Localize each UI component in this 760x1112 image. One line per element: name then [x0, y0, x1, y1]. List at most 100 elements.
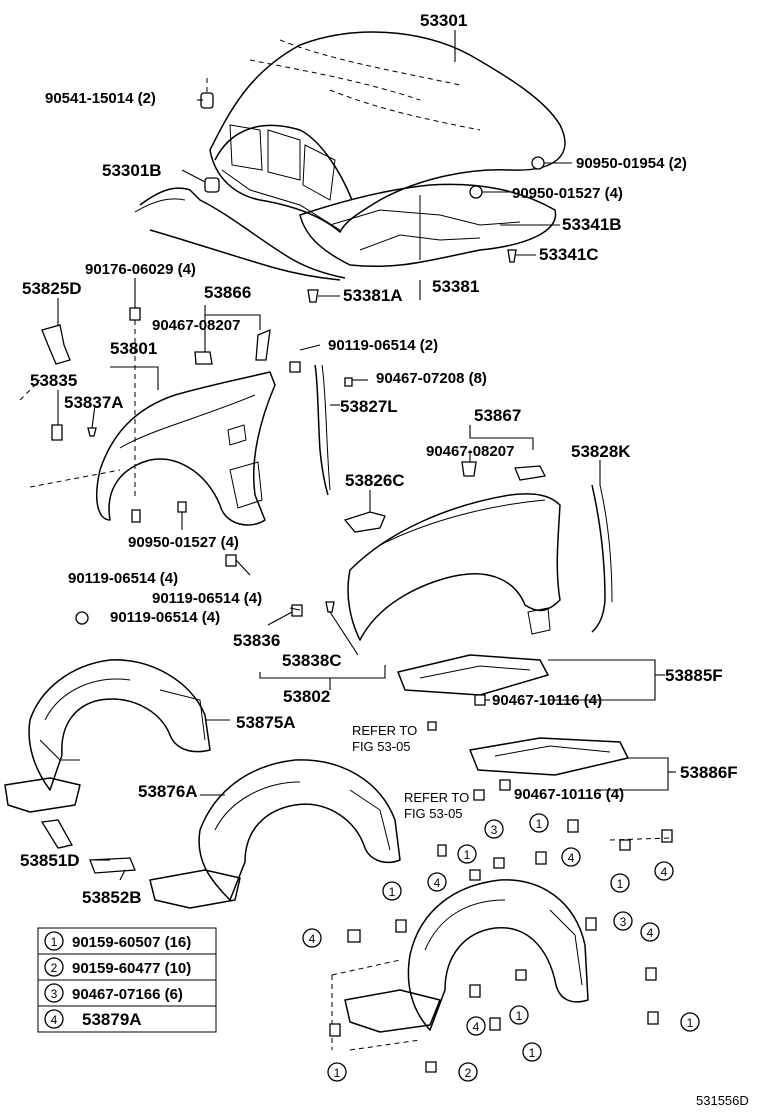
svg-text:1: 1 [536, 817, 543, 831]
label-53381A: 53381A [343, 286, 403, 305]
svg-text:1: 1 [617, 877, 624, 891]
callout-3-b: 3 [613, 911, 633, 931]
svg-text:4: 4 [647, 926, 654, 940]
refer-a-line2: FIG 53-05 [352, 739, 411, 754]
label-90467-08207-a: 90467-08207 [152, 317, 240, 334]
svg-text:4: 4 [51, 1013, 58, 1027]
legend-part: 90159-60477 (10) [72, 960, 191, 977]
label-90176-06029: 90176-06029 (4) [85, 261, 196, 278]
legend-row: 4 53879A [44, 1009, 142, 1029]
front-fender-drawing [19, 307, 353, 526]
refer-a-line1: REFER TO [352, 723, 417, 738]
label-53826C: 53826C [345, 471, 405, 490]
hood-drawing [134, 31, 566, 303]
label-53381: 53381 [432, 277, 479, 296]
label-53851D: 53851D [20, 851, 80, 870]
label-90119-06514-4a: 90119-06514 (4) [68, 570, 178, 587]
label-90950-01954: 90950-01954 (2) [576, 155, 687, 172]
label-53866: 53866 [204, 283, 251, 302]
legend-part: 90159-60507 (16) [72, 934, 191, 951]
callout-2-a: 2 [458, 1062, 478, 1082]
svg-text:1: 1 [389, 885, 396, 899]
label-90119-06514-4b: 90119-06514 (4) [152, 590, 262, 607]
label-90950-01527-mid: 90950-01527 (4) [128, 534, 239, 551]
svg-text:4: 4 [568, 851, 575, 865]
callout-1-a: 1 [529, 813, 549, 833]
label-53837A: 53837A [64, 393, 124, 412]
legend-part: 90467-07166 (6) [72, 986, 183, 1003]
svg-text:4: 4 [473, 1020, 480, 1034]
label-53885F: 53885F [665, 666, 723, 685]
label-53802: 53802 [283, 687, 330, 706]
svg-text:4: 4 [661, 865, 668, 879]
svg-text:2: 2 [465, 1066, 472, 1080]
label-53301B: 53301B [102, 161, 162, 180]
label-53801: 53801 [110, 339, 157, 358]
liner-53876A-drawing [149, 759, 401, 909]
label-90541-15014: 90541-15014 (2) [45, 90, 156, 107]
label-53835: 53835 [30, 371, 77, 390]
label-53875A: 53875A [236, 713, 296, 732]
label-53867: 53867 [474, 406, 521, 425]
label-53341B: 53341B [562, 215, 622, 234]
svg-text:1: 1 [51, 935, 58, 949]
label-90119-06514-4c: 90119-06514 (4) [110, 609, 220, 626]
svg-text:1: 1 [529, 1046, 536, 1060]
liner-53875A-drawing [4, 659, 211, 874]
legend-row: 1 90159-60507 (16) [44, 931, 191, 951]
callout-1-b: 1 [457, 844, 477, 864]
leader-lines [57, 30, 676, 881]
svg-text:3: 3 [51, 987, 58, 1001]
label-53886F: 53886F [680, 763, 738, 782]
refer-b-line1: REFER TO [404, 790, 469, 805]
callout-1-c: 1 [610, 873, 630, 893]
callout-3-a: 3 [484, 819, 504, 839]
label-53852B: 53852B [82, 888, 142, 907]
label-53341C: 53341C [539, 245, 599, 264]
legend-table: 1 90159-60507 (16) 2 90159-60477 (10) 3 … [37, 927, 217, 1033]
callout-4-c: 4 [654, 861, 674, 881]
callout-1-h: 1 [327, 1062, 347, 1082]
under-covers-drawing [397, 654, 629, 801]
label-53828K: 53828K [571, 442, 631, 461]
svg-text:1: 1 [687, 1016, 694, 1030]
rear-liner-drawing [329, 819, 673, 1073]
label-90467-08207-b: 90467-08207 [426, 443, 514, 460]
svg-text:3: 3 [491, 823, 498, 837]
label-90467-10116-a: 90467-10116 (4) [492, 692, 602, 709]
svg-text:1: 1 [334, 1066, 341, 1080]
callout-1-d: 1 [382, 881, 402, 901]
legend-row: 2 90159-60477 (10) [44, 957, 191, 977]
svg-text:1: 1 [464, 848, 471, 862]
callout-4-f: 4 [466, 1016, 486, 1036]
callout-1-g: 1 [522, 1042, 542, 1062]
part-labels: 53301 90541-15014 (2) 53301B 90950-01954… [20, 11, 749, 1108]
svg-text:3: 3 [620, 915, 627, 929]
callout-4-e: 4 [640, 922, 660, 942]
legend-part: 53879A [82, 1010, 142, 1029]
label-90950-01527-top: 90950-01527 (4) [512, 185, 623, 202]
callout-1-e: 1 [509, 1005, 529, 1025]
svg-text:2: 2 [51, 961, 58, 975]
svg-text:1: 1 [516, 1009, 523, 1023]
svg-text:4: 4 [309, 932, 316, 946]
svg-text:4: 4 [434, 876, 441, 890]
label-53836: 53836 [233, 631, 280, 650]
label-53827L: 53827L [340, 397, 398, 416]
second-fender-drawing [75, 461, 613, 641]
callout-4-a: 4 [427, 872, 447, 892]
label-90467-07208: 90467-07208 (8) [376, 370, 487, 387]
callout-1-f: 1 [680, 1012, 700, 1032]
label-90467-10116-b: 90467-10116 (4) [514, 786, 624, 803]
callouts: 3 1 1 4 4 1 4 1 4 3 4 1 4 1 1 1 2 [302, 813, 700, 1082]
label-53825D: 53825D [22, 279, 82, 298]
label-53838C: 53838C [282, 651, 342, 670]
label-53301: 53301 [420, 11, 467, 30]
callout-4-d: 4 [302, 928, 322, 948]
figure-id: 531556D [696, 1093, 749, 1108]
label-53876A: 53876A [138, 782, 198, 801]
refer-b-line2: FIG 53-05 [404, 806, 463, 821]
label-90119-06514-2: 90119-06514 (2) [328, 337, 438, 354]
legend-row: 3 90467-07166 (6) [44, 983, 183, 1003]
